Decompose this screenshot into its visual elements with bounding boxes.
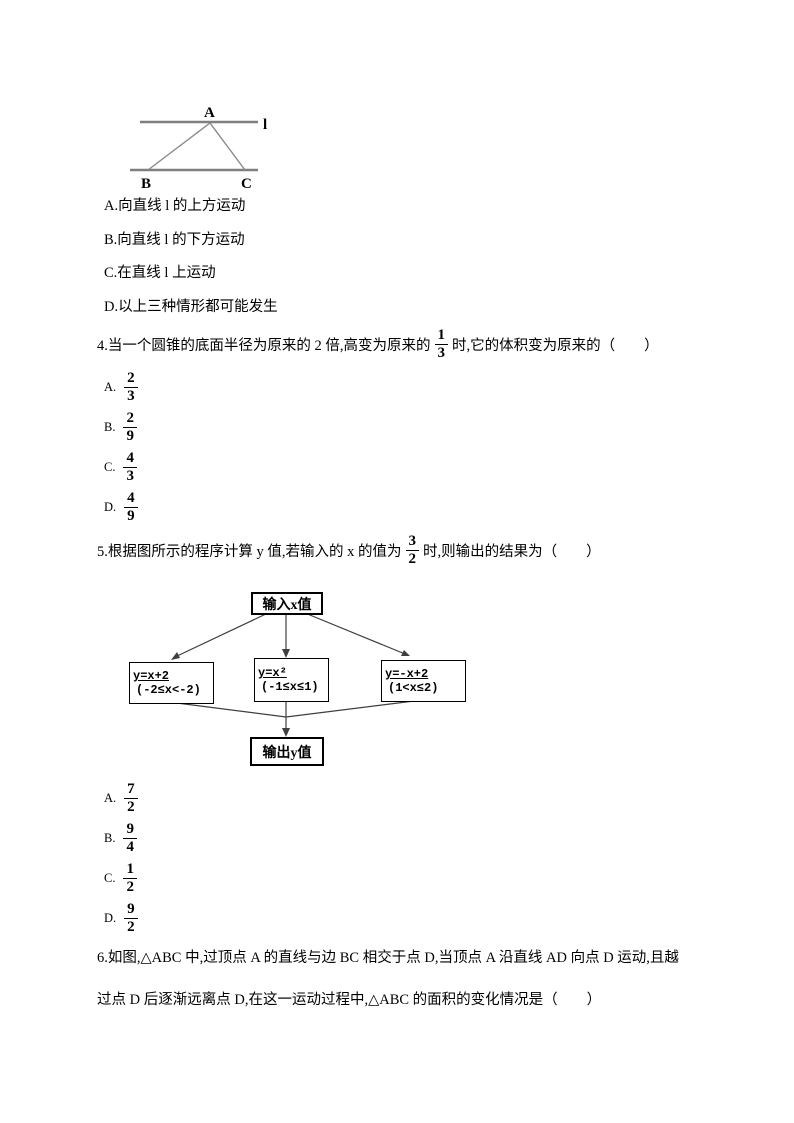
branch-range: (-1≤x≤1)	[261, 680, 319, 694]
fraction-denominator: 2	[126, 879, 134, 895]
arrowhead	[282, 649, 290, 658]
q6-stem: 6.如图,△ABC 中,过顶点 A 的直线与边 BC 相交于点 D,当顶点 A …	[97, 951, 679, 1035]
flowchart-branch-right: y=-x+2 (1<x≤2)	[381, 660, 466, 702]
option-letter: A.	[104, 380, 117, 394]
line-left-to-output	[168, 701, 287, 718]
q5-stem-prefix: 5.根据图所示的程序计算 y 值,若输入的 x 的值为	[97, 544, 402, 560]
fraction-numerator: 1	[434, 328, 448, 345]
fraction-denominator: 3	[126, 468, 134, 484]
q6-line2: 过点 D 后逐渐远离点 D,在这一运动过程中,△ABC 的面积的变化情况是（ ）	[97, 992, 602, 1008]
program-flowchart: 输入x值 y=x+2 (-2≤x<-2) y=x² (-1≤x≤1) y=-x+…	[125, 590, 470, 775]
arrowhead	[401, 650, 410, 656]
branch-formula: y=-x+2	[385, 667, 429, 681]
flowchart-branch-left: y=x+2 (-2≤x<-2)	[129, 662, 214, 704]
q5-stem: 5.根据图所示的程序计算 y 值,若输入的 x 的值为 3 2 时,则输出的结果…	[97, 534, 601, 567]
vertex-label-c: C	[241, 176, 252, 192]
flowchart-input-label: 输入x值	[262, 597, 312, 613]
fraction-denominator: 9	[127, 508, 135, 524]
option-letter: A.	[104, 791, 117, 805]
flowchart-output-label: 输出y值	[262, 745, 312, 761]
triangle-figure: A l B C	[118, 102, 303, 197]
side-ac	[209, 122, 246, 171]
q3-option-list: A.向直线 l 的上方运动 B.向直线 l 的下方运动 C.在直线 l 上运动 …	[104, 199, 278, 333]
fraction-denominator: 2	[127, 919, 135, 935]
arrowhead	[282, 728, 290, 737]
line-label-l: l	[263, 117, 267, 133]
q3-option-a: A.向直线 l 的上方运动	[104, 198, 246, 214]
branch-range: (1<x≤2)	[388, 681, 439, 695]
triangle-diagram: A l B C	[130, 105, 267, 192]
vertex-label-b: B	[141, 176, 151, 192]
fraction-denominator: 2	[408, 551, 417, 567]
arrow-input-to-left	[174, 612, 269, 658]
branch-range: (-2≤x<-2)	[136, 683, 201, 697]
q3-option-d: D.以上三种情形都可能发生	[104, 298, 278, 315]
q3-option-b: B.向直线 l 的下方运动	[104, 231, 245, 248]
option-letter: D.	[104, 911, 117, 925]
q6-line1: 6.如图,△ABC 中,过顶点 A 的直线与边 BC 相交于点 D,当顶点 A …	[97, 950, 679, 966]
option-letter: C.	[104, 460, 116, 474]
q5-stem-suffix: 时,则输出的结果为（ ）	[423, 544, 601, 560]
fraction-denominator: 3	[437, 345, 446, 361]
q5-stem-fraction: 3 2	[405, 534, 419, 567]
fraction-numerator: 3	[405, 534, 419, 551]
q4-stem: 4.当一个圆锥的底面半径为原来的 2 倍,高变为原来的 1 3 时,它的体积变为…	[97, 328, 659, 361]
fraction-numerator: 9	[124, 902, 138, 919]
fraction-numerator: 4	[123, 451, 137, 468]
q3-option-c: C.在直线 l 上运动	[104, 265, 216, 281]
option-letter: C.	[104, 871, 116, 885]
vertex-label-a: A	[204, 105, 215, 121]
fraction-numerator: 2	[124, 371, 138, 388]
option-letter: B.	[104, 420, 116, 434]
fraction-numerator: 4	[124, 491, 138, 508]
q4-stem-prefix: 4.当一个圆锥的底面半径为原来的 2 倍,高变为原来的	[97, 338, 431, 354]
fraction-numerator: 2	[123, 411, 137, 428]
fraction-numerator: 9	[123, 822, 137, 839]
side-ab	[147, 122, 211, 171]
arrowhead	[171, 652, 180, 660]
fraction-denominator: 9	[126, 428, 134, 444]
flowchart-output-box: 输出y值	[250, 737, 324, 766]
branch-formula: y=x²	[258, 666, 287, 680]
flowchart-input-box: 输入x值	[251, 592, 323, 615]
fraction-denominator: 2	[127, 799, 135, 815]
branch-formula: y=x+2	[133, 669, 170, 683]
option-letter: B.	[104, 831, 116, 845]
q4-stem-fraction: 1 3	[434, 328, 448, 361]
fraction-numerator: 7	[124, 782, 138, 799]
line-right-to-output	[285, 699, 423, 718]
q4-stem-suffix: 时,它的体积变为原来的（ ）	[452, 338, 659, 354]
fraction-numerator: 1	[123, 862, 137, 879]
flowchart-arrows-layer	[168, 612, 423, 737]
fraction-denominator: 3	[127, 388, 135, 404]
option-letter: D.	[104, 500, 117, 514]
fraction-denominator: 4	[126, 839, 134, 855]
flowchart-branch-middle: y=x² (-1≤x≤1)	[254, 658, 329, 702]
arrow-input-to-right	[304, 612, 406, 655]
